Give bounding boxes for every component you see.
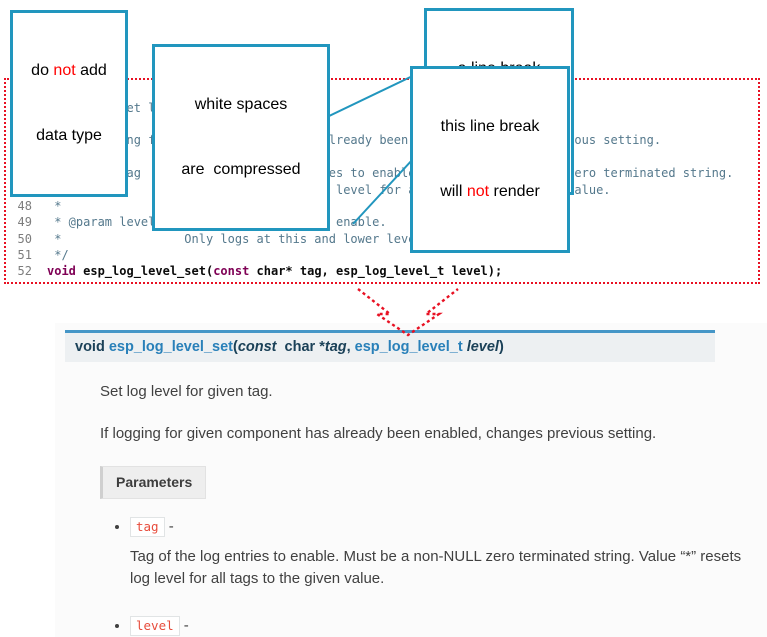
- code-line: 51 */: [6, 247, 758, 263]
- line-number: 49: [17, 215, 32, 230]
- line-number: 51: [17, 248, 32, 263]
- param-description: Tag of the log entries to enable. Must b…: [130, 547, 742, 588]
- param-dash: -: [179, 616, 189, 634]
- callout-line: this line break: [440, 118, 540, 136]
- sig-param-type: esp_log_level_t: [354, 339, 463, 355]
- code-text: void esp_log_level_set(const char* tag, …: [47, 264, 502, 278]
- sig-param-name: tag: [324, 339, 347, 355]
- sig-paren: (: [232, 339, 238, 355]
- callout-linebreak-not-render: this line break will not render: [410, 66, 570, 253]
- brief-paragraph: Set log level for given tag.: [100, 383, 273, 400]
- sig-const-keyword: const: [237, 339, 277, 355]
- sig-param-name: level: [462, 339, 499, 355]
- param-name-literal: tag: [130, 517, 165, 537]
- callout-line: are compressed: [181, 160, 301, 178]
- keyword-void: void: [47, 264, 76, 279]
- callout-text: add: [75, 62, 107, 80]
- callout-whitespace-compressed: white spaces are compressed: [152, 44, 330, 231]
- code-text: */: [47, 248, 69, 263]
- param-name-literal: level: [130, 615, 180, 636]
- declaration-args-text: char* tag, esp_log_level_t level);: [249, 264, 503, 279]
- callout-text: render: [489, 182, 540, 200]
- sig-param-type: char *: [276, 339, 325, 355]
- code-line: 48 *: [6, 198, 758, 214]
- sig-return-type: void: [75, 339, 105, 355]
- docs-body: Set log level for given tag. If logging …: [100, 381, 742, 637]
- function-signature: void esp_log_level_set(const char *tag, …: [65, 330, 715, 362]
- sig-comma: ,: [346, 339, 355, 355]
- code-line: 50 * Only logs at this and lower levels …: [6, 231, 758, 247]
- sig-function-name: esp_log_level_set: [104, 339, 233, 355]
- callout-no-datatype: do not add data type: [10, 10, 128, 197]
- callout-line: white spaces: [194, 96, 288, 114]
- callout-line: data type: [36, 126, 102, 144]
- callout-line: do not add: [18, 60, 120, 82]
- line-number: 52: [17, 264, 32, 279]
- callout-text-red: not: [53, 62, 76, 80]
- callout-line: will not render: [418, 181, 562, 203]
- parameters-heading: Parameters: [100, 466, 207, 499]
- callout-text: will: [440, 182, 467, 200]
- detail-paragraph: If logging for given component has alrea…: [100, 424, 657, 442]
- callout-text-red: not: [466, 182, 490, 200]
- line-number: 50: [17, 231, 32, 246]
- param-dash: -: [164, 518, 174, 535]
- code-text: *: [47, 198, 62, 213]
- callout-text: do: [31, 62, 54, 80]
- sig-paren: ): [498, 339, 504, 355]
- line-number: 48: [17, 198, 32, 213]
- parameter-list: tag - Tag of the log entries to enable. …: [100, 516, 742, 637]
- keyword-const: const: [213, 264, 250, 279]
- code-line: 49 * @param level Selects log level to e…: [6, 214, 758, 230]
- function-name-text: esp_log_level_set(: [75, 264, 214, 279]
- code-text: * @param tag Tag of the log entries to e…: [47, 166, 734, 181]
- parameter-item: tag - Tag of the log entries to enable. …: [130, 516, 742, 591]
- rendered-docs-panel: void esp_log_level_set(const char *tag, …: [55, 323, 767, 637]
- code-line-declaration: 52 void esp_log_level_set(const char* ta…: [6, 263, 758, 279]
- parameter-item: level - Selects log level to enable. Onl…: [130, 615, 742, 637]
